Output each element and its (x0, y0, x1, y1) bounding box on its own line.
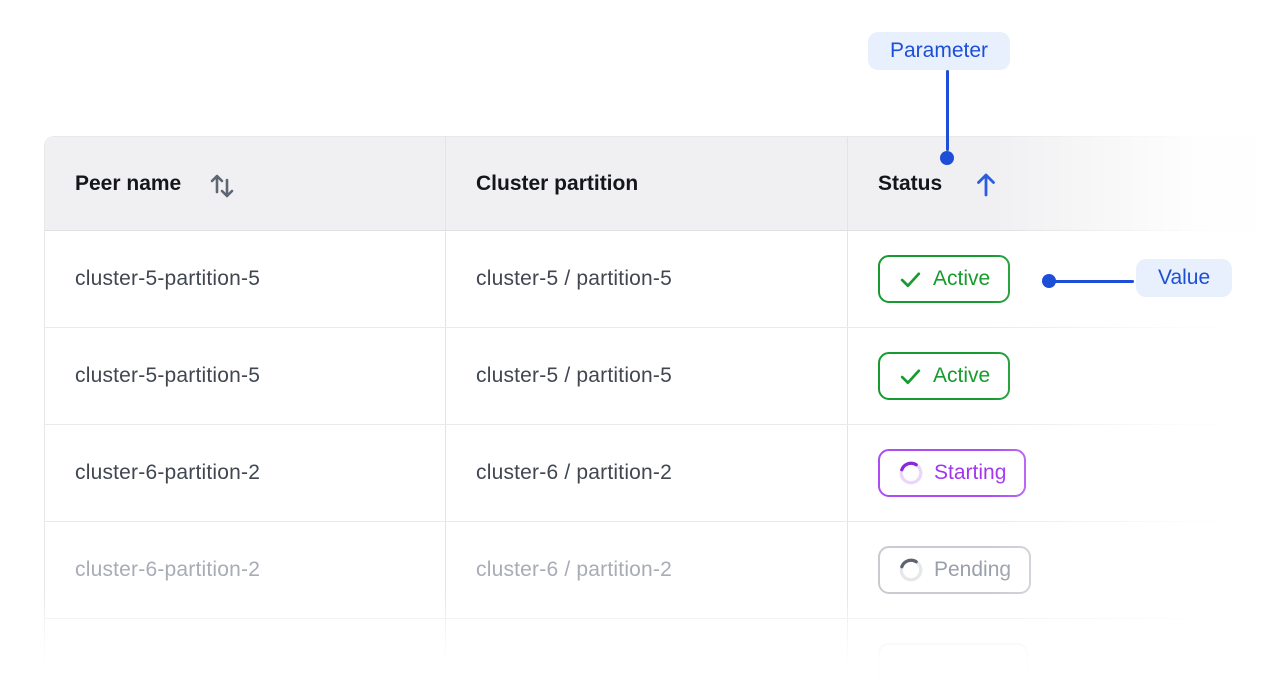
check-icon (900, 271, 921, 287)
cell-peer-name (45, 619, 446, 688)
spinner-icon (899, 461, 923, 485)
cell-status: Active (848, 328, 1272, 424)
cell-cluster-partition: cluster-5 / partition-5 (446, 328, 848, 424)
cluster-partition-text: cluster-6 / partition-2 (476, 461, 673, 484)
value-annotation-label: Value (1158, 266, 1211, 289)
table-header-row: Peer name Cluster partition Status (45, 137, 1272, 231)
cell-status: Starting (848, 425, 1272, 521)
table-row[interactable] (45, 619, 1272, 688)
cell-status: Active (848, 231, 1272, 327)
cell-cluster-partition (446, 619, 848, 688)
status-badge-label: Pending (934, 558, 1012, 581)
column-header-label: Cluster partition (476, 171, 639, 195)
cell-cluster-partition: cluster-5 / partition-5 (446, 231, 848, 327)
column-header-cluster-partition[interactable]: Cluster partition (446, 137, 848, 230)
cell-cluster-partition: cluster-6 / partition-2 (446, 522, 848, 618)
status-badge-label: Active (933, 364, 991, 387)
parameter-connector-dot (940, 151, 954, 165)
cell-peer-name: cluster-5-partition-5 (45, 231, 446, 327)
cluster-partition-text: cluster-5 / partition-5 (476, 364, 673, 387)
peers-table: Peer name Cluster partition Status clust… (44, 136, 1272, 688)
parameter-annotation: Parameter (868, 32, 1011, 70)
sort-ascending-icon[interactable] (972, 168, 1000, 200)
table-body: cluster-5-partition-5 cluster-5 / partit… (45, 231, 1272, 688)
table-row[interactable]: cluster-6-partition-2 cluster-6 / partit… (45, 425, 1272, 522)
sort-both-icon[interactable] (207, 168, 237, 200)
status-badge-label: Starting (934, 461, 1007, 484)
status-badge-active[interactable]: Active (878, 255, 1011, 303)
peer-name-text: cluster-5-partition-5 (75, 267, 261, 290)
peer-name-text: cluster-6-partition-2 (75, 558, 261, 581)
cell-peer-name: cluster-6-partition-2 (45, 425, 446, 521)
cell-status (848, 619, 1272, 688)
status-badge-ghost[interactable] (878, 643, 1028, 688)
peer-name-text: cluster-5-partition-5 (75, 364, 261, 387)
status-badge-active[interactable]: Active (878, 352, 1011, 400)
status-badge-pending[interactable]: Pending (878, 546, 1032, 594)
spinner-icon (899, 558, 923, 582)
cluster-partition-text: cluster-5 / partition-5 (476, 267, 673, 290)
cluster-partition-text: cluster-6 / partition-2 (476, 558, 673, 581)
status-badge-label: Active (933, 267, 991, 290)
column-header-label: Status (878, 171, 943, 195)
cell-cluster-partition: cluster-6 / partition-2 (446, 425, 848, 521)
value-connector-dot (1042, 274, 1056, 288)
cell-peer-name: cluster-6-partition-2 (45, 522, 446, 618)
status-badge-starting[interactable]: Starting (878, 449, 1027, 497)
peer-name-text: cluster-6-partition-2 (75, 461, 261, 484)
check-icon (900, 368, 921, 384)
table-row[interactable]: cluster-5-partition-5 cluster-5 / partit… (45, 231, 1272, 328)
parameter-connector-line (946, 70, 949, 151)
table-row[interactable]: cluster-6-partition-2 cluster-6 / partit… (45, 522, 1272, 619)
value-annotation: Value (1136, 259, 1233, 297)
column-header-status[interactable]: Status (848, 137, 1272, 230)
value-connector-line (1049, 280, 1134, 283)
cell-status: Pending (848, 522, 1272, 618)
parameter-annotation-label: Parameter (890, 39, 989, 62)
column-header-label: Peer name (75, 171, 182, 195)
column-header-peer-name[interactable]: Peer name (45, 137, 446, 230)
table-row[interactable]: cluster-5-partition-5 cluster-5 / partit… (45, 328, 1272, 425)
cell-peer-name: cluster-5-partition-5 (45, 328, 446, 424)
